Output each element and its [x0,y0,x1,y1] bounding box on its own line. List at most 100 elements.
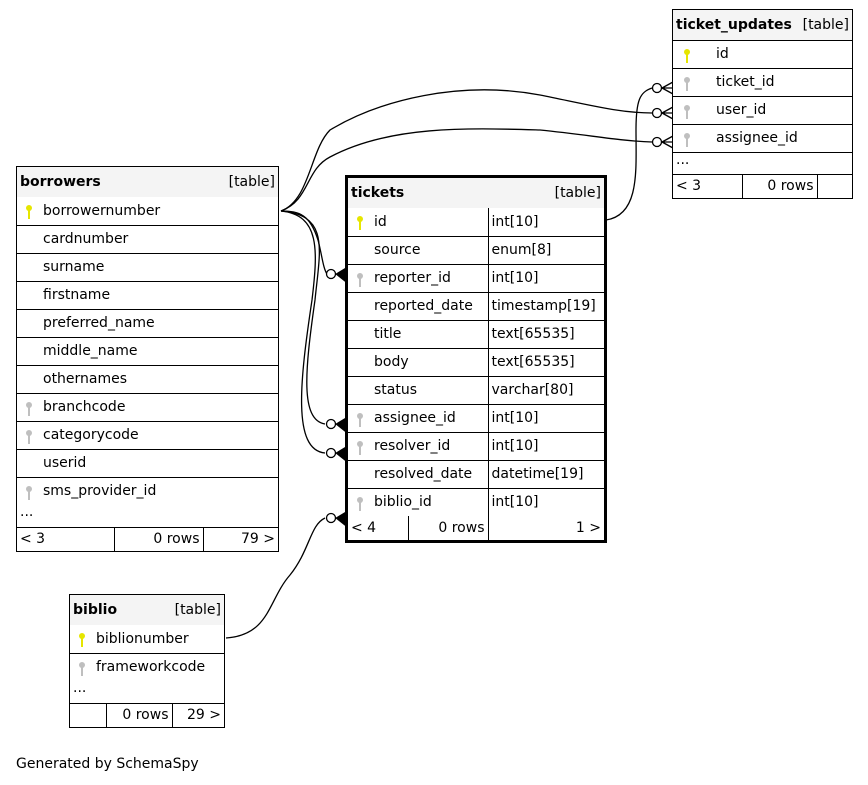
children-link[interactable] [816,173,852,198]
column-type: text[65535] [487,347,604,377]
column-row[interactable]: reported_date timestamp[19] [348,291,604,321]
column-ticket_id[interactable]: ticket_id [673,67,852,97]
column-row[interactable]: body text[65535] [348,347,604,377]
column-branchcode[interactable]: branchcode [17,392,278,422]
column-resolved_date[interactable]: resolved_date [348,459,489,489]
column-name: biblio_id [374,494,432,511]
column-row[interactable]: biblionumber [70,625,224,654]
column-user_id[interactable]: user_id [673,95,852,125]
column-id[interactable]: id [348,208,489,237]
edge-end-circle [325,418,337,430]
edge-tickets-assignee_id [280,210,326,425]
parents-link[interactable] [70,702,107,727]
children-link[interactable]: 29 > [171,702,224,727]
column-cardnumber[interactable]: cardnumber [17,224,278,254]
column-type: datetime[19] [487,459,604,489]
foreign-key-icon [25,485,33,501]
column-name: body [374,354,409,370]
column-title[interactable]: title [348,319,489,349]
column-row[interactable]: userid [17,448,278,478]
column-row[interactable]: firstname [17,280,278,310]
edge-end-circle [651,107,663,119]
column-categorycode[interactable]: categorycode [17,420,278,450]
column-row[interactable]: sms_provider_id [17,476,278,505]
column-body[interactable]: body [348,347,489,377]
table-name: ticket_updates [676,16,792,33]
column-firstname[interactable]: firstname [17,280,278,310]
column-borrowernumber[interactable]: borrowernumber [17,197,278,226]
table-ticket_updates[interactable]: ticket_updates[table] id ticket_id user_… [672,9,853,199]
column-row[interactable]: cardnumber [17,224,278,254]
more-columns[interactable]: ... [17,505,278,528]
column-type: text[65535] [487,319,604,349]
column-surname[interactable]: surname [17,252,278,282]
column-assignee_id[interactable]: assignee_id [673,123,852,153]
edge-tickets-biblio_id [225,517,326,639]
foreign-key-icon [356,496,364,512]
foreign-key-icon [25,429,33,445]
table-kind: [table] [174,602,221,618]
parents-link[interactable]: < 3 [17,526,115,551]
column-othernames[interactable]: othernames [17,364,278,394]
column-row[interactable]: preferred_name [17,308,278,338]
foreign-key-icon [356,272,364,288]
column-row[interactable]: othernames [17,364,278,394]
column-status[interactable]: status [348,375,489,405]
column-id[interactable]: id [673,39,852,69]
column-preferred_name[interactable]: preferred_name [17,308,278,338]
parents-link[interactable]: < 4 [348,516,409,540]
crows-foot [661,106,674,120]
column-row[interactable]: categorycode [17,420,278,450]
column-biblio_id[interactable]: biblio_id [348,487,489,516]
table-header: borrowers[table] [17,167,278,197]
column-frameworkcode[interactable]: frameworkcode [70,652,224,681]
column-name: userid [43,455,87,471]
column-resolver_id[interactable]: resolver_id [348,431,489,461]
column-type: int[10] [487,403,604,433]
column-name: frameworkcode [96,659,206,676]
table-name: biblio [73,602,118,618]
column-reported_date[interactable]: reported_date [348,291,489,321]
table-borrowers[interactable]: borrowers[table] borrowernumber cardnumbe… [16,166,279,552]
column-type: timestamp[19] [487,291,604,321]
column-assignee_id[interactable]: assignee_id [348,403,489,433]
column-biblionumber[interactable]: biblionumber [70,625,224,654]
column-type: varchar[80] [487,375,604,405]
column-row[interactable]: middle_name [17,336,278,366]
edge-ticket_updates-ticket_id [605,87,653,221]
column-row[interactable]: branchcode [17,392,278,422]
column-name: firstname [43,287,111,303]
column-name: cardnumber [43,231,129,247]
more-columns[interactable]: ... [673,151,852,175]
more-columns[interactable]: ... [70,681,224,704]
edge-end-circle [651,82,663,94]
column-reporter_id[interactable]: reporter_id [348,263,489,293]
generated-by-label: Generated by SchemaSpy [16,756,199,772]
children-link[interactable]: 1 > [487,516,604,540]
children-link[interactable]: 79 > [202,526,278,551]
column-row: ticket_id [673,67,852,97]
column-source[interactable]: source [348,235,489,265]
parents-link[interactable]: < 3 [673,173,743,198]
column-userid[interactable]: userid [17,448,278,478]
column-sms_provider_id[interactable]: sms_provider_id [17,476,278,505]
column-name: middle_name [43,343,138,359]
column-middle_name[interactable]: middle_name [17,336,278,366]
column-name: reported_date [374,298,473,314]
column-row[interactable]: frameworkcode [70,652,224,681]
column-row[interactable]: borrowernumber [17,197,278,226]
column-row[interactable]: surname [17,252,278,282]
column-name: source [374,242,421,258]
edge-end-circle [651,136,663,148]
